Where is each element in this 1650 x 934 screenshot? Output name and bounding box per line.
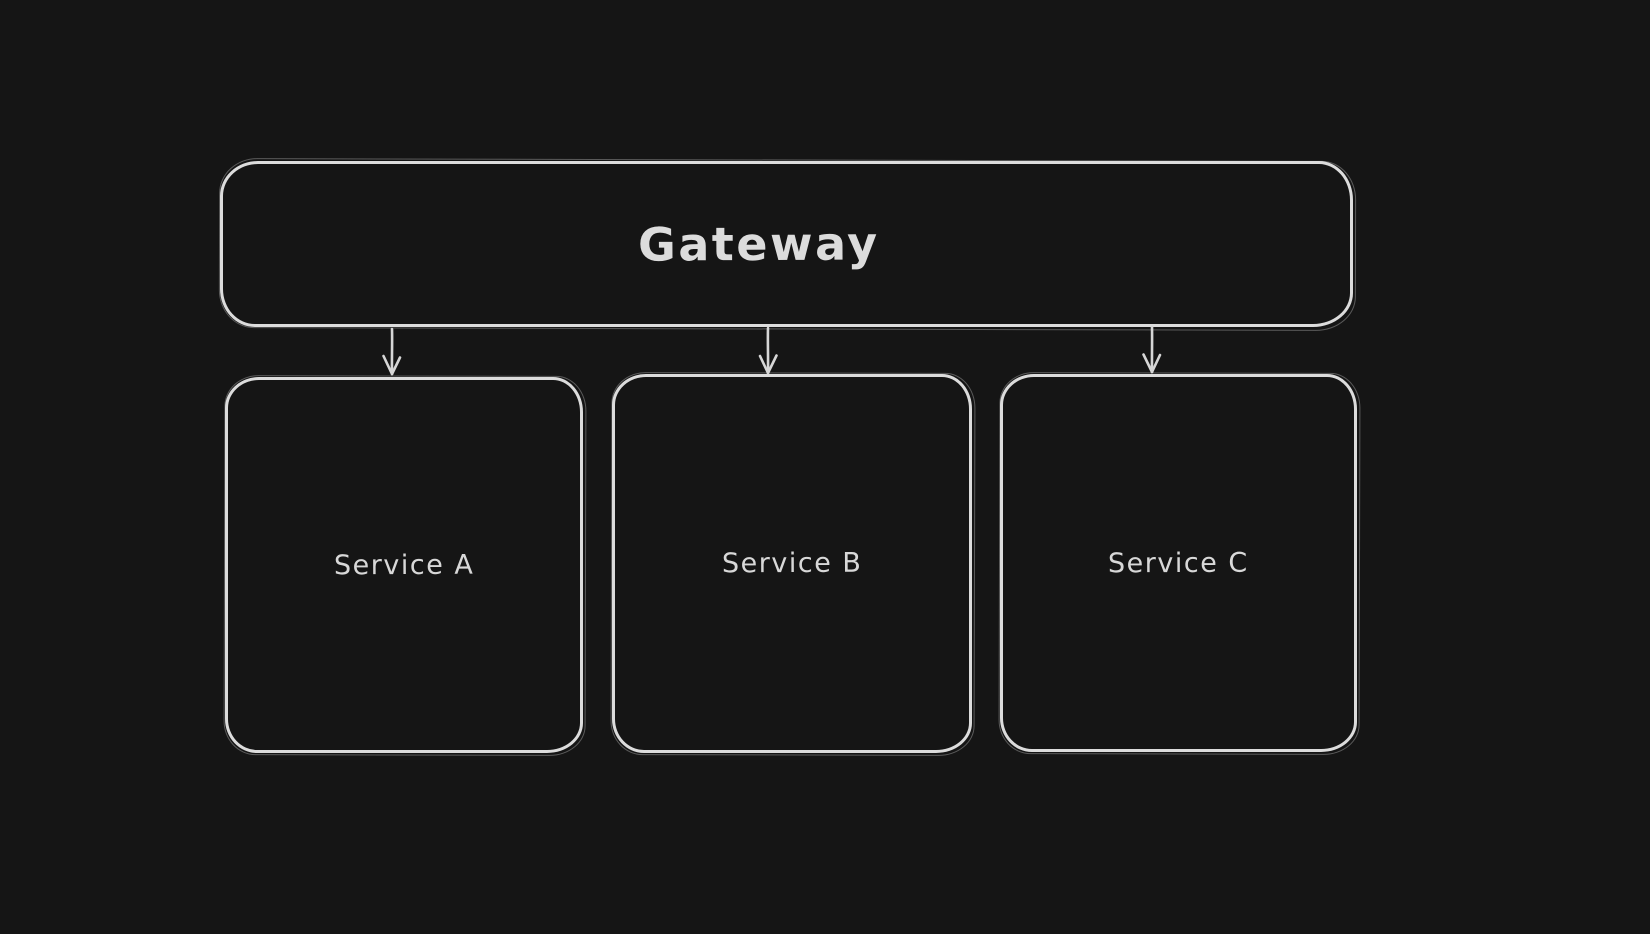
- service-a-node: Service A: [225, 377, 583, 753]
- gateway-label: Gateway: [637, 216, 880, 272]
- service-b-node: Service B: [612, 374, 972, 753]
- service-c-label: Service C: [1108, 547, 1249, 579]
- arrow-gateway-to-service-c: [1142, 325, 1162, 374]
- arrow-gateway-to-service-a: [382, 327, 402, 376]
- gateway-node: Gateway: [220, 161, 1353, 327]
- service-c-node: Service C: [1000, 374, 1357, 752]
- arrow-gateway-to-service-b: [758, 326, 778, 375]
- service-b-label: Service B: [721, 547, 863, 580]
- service-a-label: Service A: [333, 549, 475, 581]
